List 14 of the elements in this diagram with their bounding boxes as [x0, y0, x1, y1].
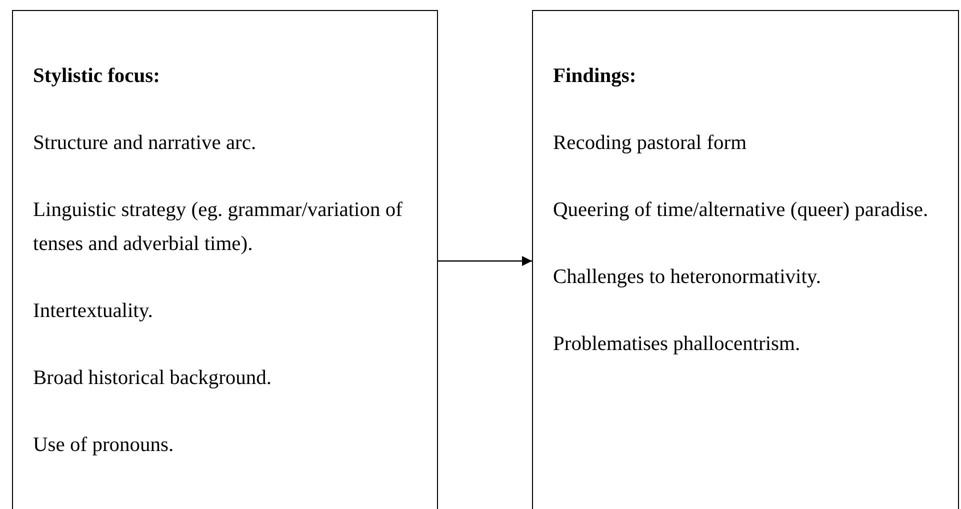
box-heading: Findings: — [553, 64, 638, 89]
list-item: Use of pronouns. — [33, 433, 175, 458]
list-item: Challenges to heteronormativity. — [553, 265, 822, 290]
box-heading: Stylistic focus: — [33, 64, 161, 89]
list-item: Broad historical background. — [33, 366, 273, 391]
text-box — [532, 10, 959, 509]
text-box — [12, 10, 438, 509]
list-item: Queering of time/alternative (queer) paradise. — [553, 198, 930, 223]
list-item: Recoding pastoral form — [553, 131, 748, 156]
arrow — [438, 256, 532, 266]
list-item: Structure and narrative arc. — [33, 131, 258, 156]
list-item: Intertextuality. — [33, 299, 154, 324]
list-item: Problematises phallocentrism. — [553, 332, 802, 357]
list-item: Linguistic strategy (eg. grammar/variation of tenses and adverbial time). — [33, 198, 404, 257]
